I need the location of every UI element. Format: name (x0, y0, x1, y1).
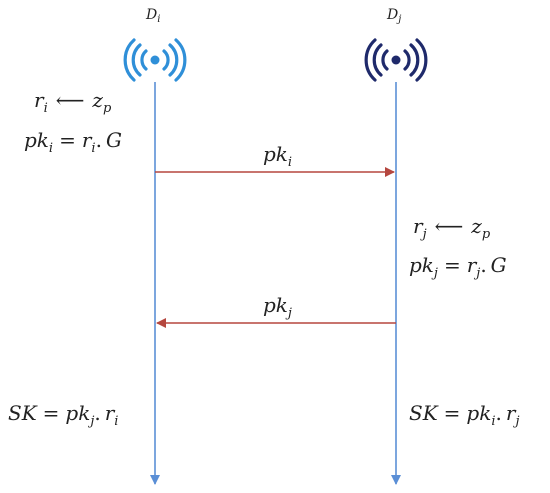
device-label-left: Di (145, 7, 160, 25)
right-public-key-eq: pkj=rj.G (409, 253, 507, 281)
left-shared-key-eq: SK=pkj.ri (8, 401, 118, 429)
device-label-right: Dj (386, 7, 401, 25)
right-shared-key-eq: SK=pki.rj (409, 401, 519, 429)
left-public-key-eq: pki=ri.G (24, 128, 122, 156)
left-random-select: ri⟵zp (34, 88, 112, 116)
wireless-broadcast-icon (123, 38, 187, 82)
wireless-broadcast-icon (364, 38, 428, 82)
message-label-pk-i: pki (263, 142, 292, 170)
right-random-select: rj⟵zp (413, 214, 491, 242)
message-label-pk-j: pkj (263, 293, 292, 321)
